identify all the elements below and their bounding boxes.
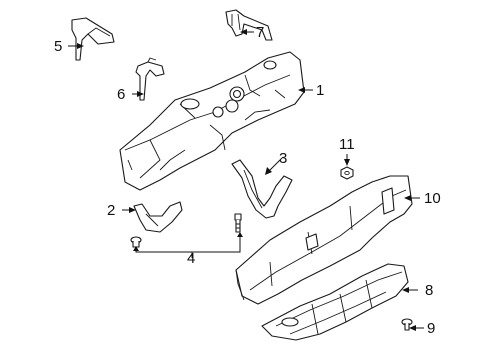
callout-6: 6 [117, 86, 125, 103]
skid-plate-lower [261, 263, 409, 341]
callout-9: 9 [427, 320, 435, 337]
leaders [68, 29, 424, 331]
bolt-right [234, 213, 242, 233]
callout-11: 11 [339, 136, 355, 153]
bracket-left [71, 17, 115, 61]
bolt-left [130, 236, 142, 248]
callout-1: 1 [316, 82, 324, 99]
callout-3: 3 [279, 150, 287, 167]
callout-8: 8 [425, 282, 433, 299]
callout-7: 7 [256, 24, 264, 41]
tank-strap [231, 159, 293, 219]
bracket-clip [135, 57, 165, 101]
callout-4: 4 [187, 250, 195, 267]
screw [401, 318, 413, 331]
fuel-tank [119, 51, 305, 191]
callout-2: 2 [107, 202, 115, 219]
heat-shield [235, 175, 413, 305]
bracket-top [225, 9, 273, 41]
callout-5: 5 [54, 38, 62, 55]
callout-10: 10 [424, 190, 441, 207]
callout-labels: 1 2 3 4 5 6 7 8 9 10 11 [54, 24, 441, 337]
nut [340, 166, 354, 180]
strap-bracket-small [133, 201, 183, 233]
bolts [130, 213, 242, 248]
